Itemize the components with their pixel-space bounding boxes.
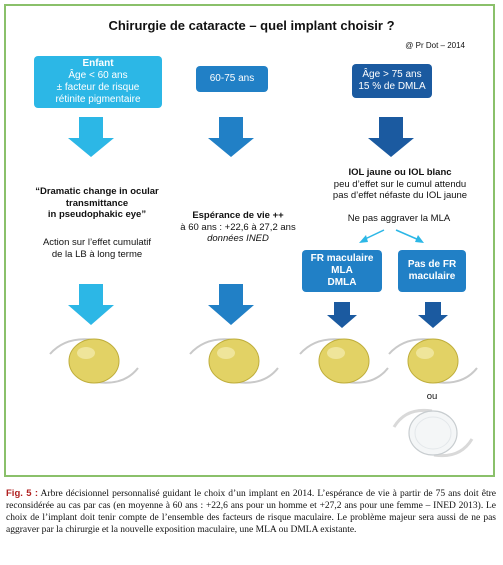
diagram-title: Chirurgie de cataracte – quel implant ch… [108, 18, 395, 33]
iol-choice-title: IOL jaune ou IOL blanc [348, 167, 452, 178]
box-60-75-label: 60-75 ans [209, 73, 255, 84]
box-macular-risk-line-2: MLA [331, 265, 353, 276]
action-cumulative-effect: Action sur l’effet cumulatif de la LB à … [14, 237, 180, 260]
box-macular-risk-line-1: FR maculaire [310, 253, 374, 264]
arrow-to-macular-risk [359, 229, 385, 243]
box-child-line-1: Enfant [82, 58, 114, 69]
box-child-line-2: Âge < 60 ans [68, 70, 128, 81]
box-no-macular-risk: Pas de FR maculaire [398, 250, 466, 292]
life-expectancy-block: Espérance de vie ++ à 60 ans : +22,6 à 2… [170, 210, 306, 245]
arrows-layer [68, 117, 448, 328]
action-line-1: Action sur l’effet cumulatif [42, 237, 152, 248]
quote-line-2: transmittance [65, 197, 129, 209]
arrow-down-no-macular-risk [418, 302, 448, 328]
figure-caption: Fig. 5 : Arbre décisionnel personnalisé … [6, 488, 496, 536]
yellow-iol-lens-col1 [49, 338, 139, 384]
box-child-line-3: ± facteur de risque [56, 82, 140, 93]
life-expectancy-value: à 60 ans : +22,6 à 27,2 ans [180, 221, 296, 233]
iol-choice-line-2: pas d’effet néfaste du IOL jaune [332, 190, 468, 201]
figure-label: Fig. 5 : [6, 488, 38, 499]
box-child-under-60: Enfant Âge < 60 ans ± facteur de risque … [34, 56, 162, 108]
quote-line-1: “Dramatic change in ocular [35, 186, 159, 197]
no-aggravate-label: Ne pas aggraver la MLA [347, 213, 451, 224]
iol-choice-line-1: peu d’effet sur le cumul attendu [333, 178, 467, 190]
box-60-75: 60-75 ans [196, 66, 268, 92]
box-macular-risk: FR maculaire MLA DMLA [302, 250, 382, 292]
yellow-iol-lens-col2 [189, 338, 279, 384]
arrow-down-col1-top [68, 117, 114, 157]
box-over-75: Âge > 75 ans 15 % de DMLA [352, 64, 432, 98]
box-no-macular-risk-line-1: Pas de FR [407, 259, 457, 270]
figure-caption-text: Arbre décisionnel personnalisé guidant l… [6, 489, 496, 535]
box-macular-risk-line-3: DMLA [327, 277, 357, 288]
box-over-75-line-1: Âge > 75 ans [362, 69, 422, 80]
or-label: ou [426, 391, 438, 402]
action-line-2: de la LB à long terme [51, 248, 143, 260]
quote-ocular-transmittance: “Dramatic change in ocular transmittance… [14, 186, 180, 221]
life-expectancy-source: données INED [207, 233, 269, 244]
arrow-to-no-macular-risk [395, 229, 424, 243]
yellow-iol-lens-no-macular-risk [388, 338, 478, 384]
clear-iol-lens [392, 408, 474, 458]
iol-choice-block: IOL jaune ou IOL blanc peu d’effet sur l… [314, 167, 486, 202]
arrow-down-macular-risk [327, 302, 357, 328]
box-no-macular-risk-line-2: maculaire [408, 271, 456, 282]
box-over-75-line-2: 15 % de DMLA [358, 81, 426, 92]
arrow-down-col1-bottom [68, 284, 114, 325]
arrow-down-col2-top [208, 117, 254, 157]
credit-label: @ Pr Dot – 2014 [405, 41, 465, 50]
life-expectancy-title: Espérance de vie ++ [192, 210, 284, 221]
yellow-iol-lens-macular-risk [299, 338, 389, 384]
arrow-down-col2-bottom [208, 284, 254, 325]
quote-line-3: in pseudophakic eye” [47, 209, 147, 220]
arrow-down-col3-top [368, 117, 414, 157]
box-child-line-4: rétinite pigmentaire [55, 94, 141, 105]
